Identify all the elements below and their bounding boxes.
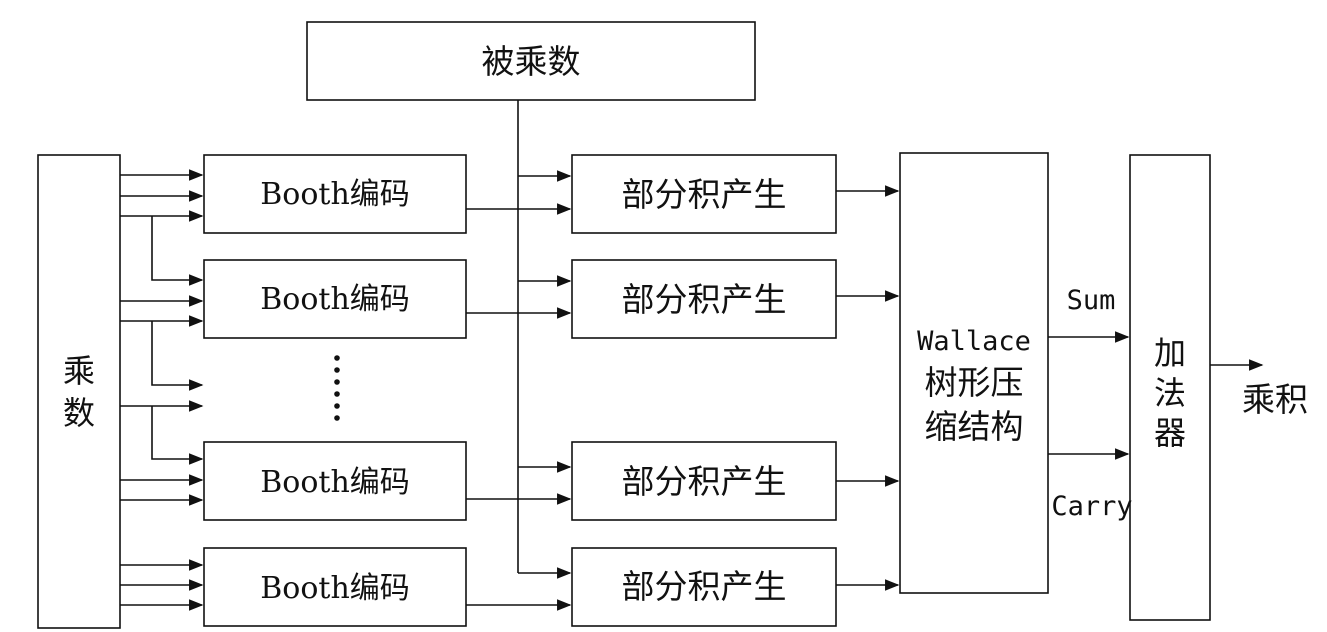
- wallace-label-line-1: Wallace: [917, 326, 1031, 357]
- wallace-label-line-3: 缩结构: [925, 407, 1024, 446]
- multiplicand-bus: [517, 100, 572, 579]
- partial-product-label: 部分积产生: [622, 462, 787, 501]
- booth-encoder-label: Booth编码: [260, 465, 410, 500]
- partial-product-gen-2: 部分积产生: [571, 259, 837, 339]
- adder-to-product: 乘积: [1210, 359, 1308, 419]
- product-label: 乘积: [1242, 380, 1308, 419]
- partial-product-label: 部分积产生: [622, 567, 787, 606]
- partial-product-gen-1: 部分积产生: [571, 154, 837, 234]
- partial-product-gen-4: 部分积产生: [571, 547, 837, 627]
- adder-label-char-3: 器: [1154, 414, 1186, 452]
- booth-encoder-1: Booth编码: [203, 154, 467, 234]
- partial-product-label: 部分积产生: [622, 175, 787, 214]
- multiplier-label-char-2: 数: [63, 394, 95, 432]
- booth-encoder-label: Booth编码: [260, 282, 410, 317]
- adder-block: 加 法 器: [1129, 154, 1211, 621]
- adder-label-char-1: 加: [1154, 334, 1186, 372]
- multiplicand-label: 被乘数: [482, 42, 581, 81]
- multiplier-label-char-1: 乘: [63, 352, 95, 390]
- sum-label: Sum: [1067, 285, 1116, 316]
- booth-encoder-2: Booth编码: [203, 259, 467, 339]
- multiplier-block: 乘 数: [37, 154, 121, 629]
- partial-product-gen-3: 部分积产生: [571, 441, 837, 521]
- multiplicand-block: 被乘数: [306, 21, 756, 101]
- wallace-tree-block: Wallace 树形压 缩结构: [899, 152, 1049, 594]
- adder-label-char-2: 法: [1154, 374, 1186, 412]
- booth-encoder-4: Booth编码: [203, 547, 467, 627]
- booth-encoder-label: Booth编码: [260, 571, 410, 606]
- wallace-to-adder-wires: Sum Carry: [1048, 285, 1133, 522]
- pp-to-wallace-wires: [836, 185, 900, 591]
- multiplier-to-booth-wires: [120, 169, 204, 611]
- booth-encoder-3: Booth编码: [203, 441, 467, 521]
- booth-to-pp-wires: [466, 203, 572, 611]
- wallace-label-line-2: 树形压: [925, 363, 1024, 402]
- partial-product-label: 部分积产生: [622, 280, 787, 319]
- carry-label: Carry: [1051, 491, 1132, 522]
- ellipsis-dots: [334, 355, 340, 421]
- booth-encoder-label: Booth编码: [260, 177, 410, 212]
